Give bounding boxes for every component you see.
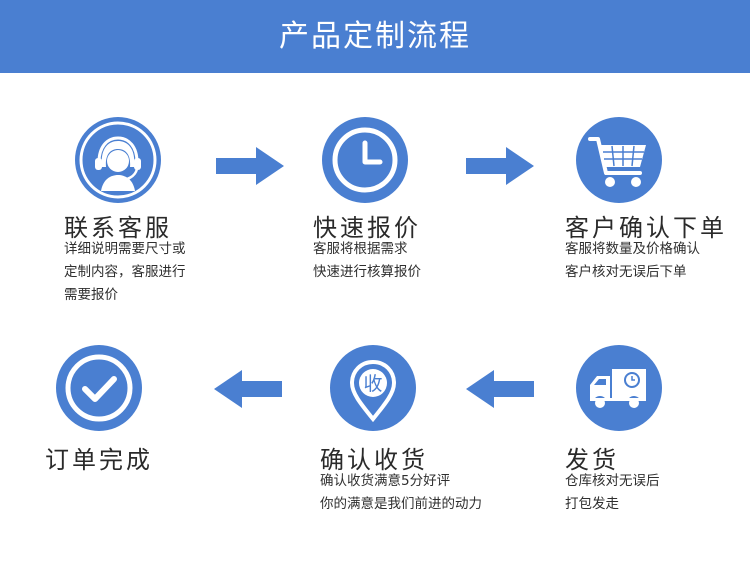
step-desc-line: 定制内容，客服进行 [64, 264, 186, 280]
arrow-right-icon [216, 147, 284, 185]
step-desc-line: 你的满意是我们前进的动力 [320, 496, 482, 512]
step-title-contact-service: 联系客服 [64, 214, 172, 242]
step-desc-contact-service: 详细说明需要尺寸或 定制内容，客服进行 需要报价 [64, 238, 186, 307]
step-title-confirm-order: 客户确认下单 [565, 214, 727, 242]
step-desc-line: 快速进行核算报价 [313, 264, 421, 280]
step-desc-line: 需要报价 [64, 287, 118, 303]
arrow-left-icon [466, 370, 534, 408]
checkmark-icon [56, 345, 142, 431]
arrow-left-icon [214, 370, 282, 408]
step-desc-line: 确认收货满意5分好评 [320, 473, 451, 489]
step-desc-ship: 仓库核对无误后 打包发走 [565, 470, 660, 516]
step-title-order-complete: 订单完成 [45, 446, 153, 474]
receive-icon-text: 收 [363, 373, 382, 395]
arrow-right-icon [466, 147, 534, 185]
customer-service-headset-icon [75, 117, 161, 203]
clock-icon [322, 117, 408, 203]
receive-pin-icon: 收 [330, 345, 416, 431]
step-title-confirm-receipt: 确认收货 [320, 446, 428, 474]
step-title-quick-quote: 快速报价 [313, 214, 421, 242]
step-title-ship: 发货 [565, 446, 619, 474]
step-desc-confirm-receipt: 确认收货满意5分好评 你的满意是我们前进的动力 [320, 470, 482, 516]
step-desc-line: 详细说明需要尺寸或 [64, 241, 186, 257]
step-desc-line: 客服将数量及价格确认 [565, 241, 700, 257]
shopping-cart-icon [576, 117, 662, 203]
delivery-truck-icon [576, 345, 662, 431]
step-desc-line: 客服将根据需求 [313, 241, 408, 257]
step-desc-line: 客户核对无误后下单 [565, 264, 687, 280]
header-banner: 产品定制流程 [0, 0, 750, 73]
step-desc-line: 仓库核对无误后 [565, 473, 660, 489]
page-title: 产品定制流程 [279, 19, 471, 54]
step-desc-quick-quote: 客服将根据需求 快速进行核算报价 [313, 238, 421, 284]
step-desc-line: 打包发走 [565, 496, 619, 512]
step-desc-confirm-order: 客服将数量及价格确认 客户核对无误后下单 [565, 238, 700, 284]
